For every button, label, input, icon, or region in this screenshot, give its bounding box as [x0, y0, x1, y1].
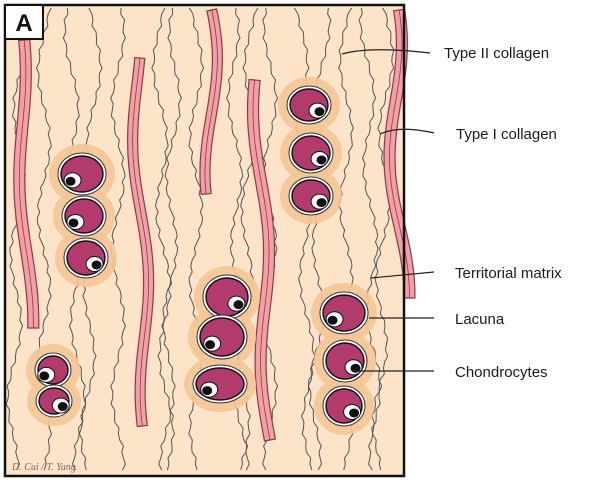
label-chondrocytes: Chondrocytes	[455, 364, 548, 381]
nucleus	[58, 402, 68, 411]
nucleus	[349, 408, 359, 417]
label-territorial-matrix: Territorial matrix	[455, 265, 562, 282]
nucleus	[317, 198, 327, 207]
label-type2-collagen: Type II collagen	[444, 45, 549, 62]
isogenous-group	[311, 283, 377, 435]
label-type1-collagen: Type I collagen	[456, 126, 557, 143]
isogenous-group	[26, 344, 81, 426]
artist-signature: D. Cui / T. Yang	[11, 462, 76, 473]
panel-letter: A	[15, 10, 32, 37]
chondrocyte	[206, 278, 248, 316]
label-lacuna: Lacuna	[455, 311, 505, 328]
nucleus	[328, 316, 338, 325]
nucleus	[66, 177, 76, 186]
chondrocyte	[200, 318, 244, 356]
nucleus	[68, 218, 78, 227]
nucleus	[317, 155, 327, 164]
nucleus	[315, 107, 325, 116]
isogenous-group	[278, 77, 342, 224]
nucleus	[233, 300, 243, 309]
nucleus	[39, 371, 49, 380]
nucleus	[92, 260, 102, 269]
nucleus	[202, 386, 212, 395]
isogenous-group	[49, 144, 117, 287]
nucleus	[205, 340, 215, 349]
